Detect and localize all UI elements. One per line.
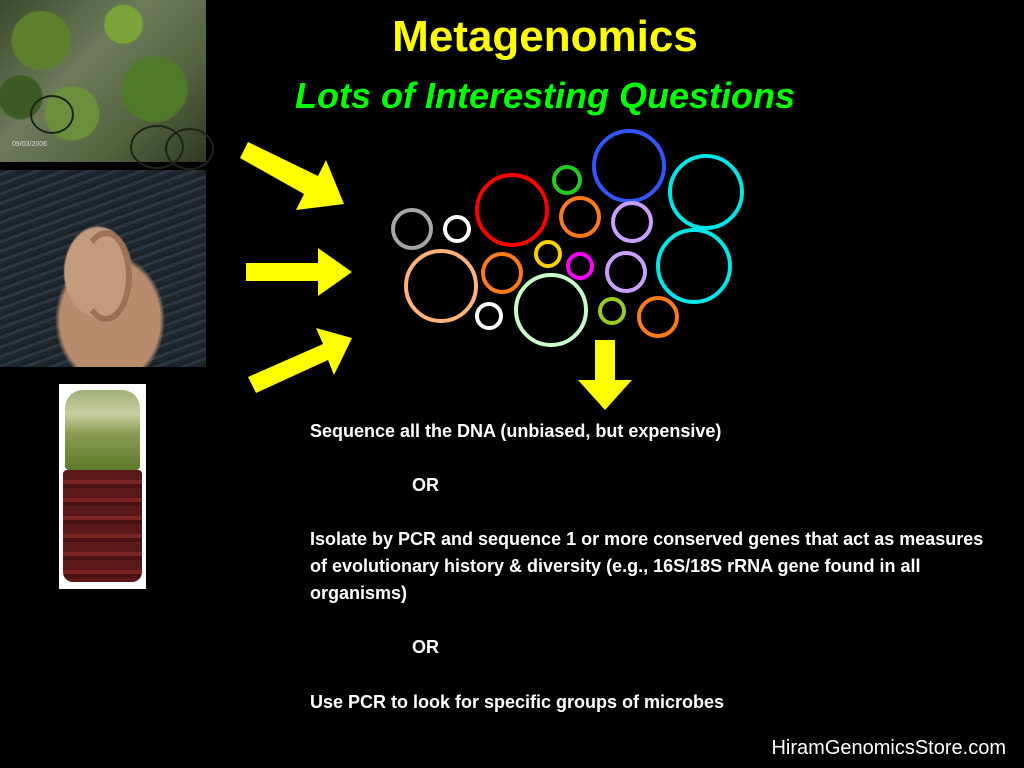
microbe-circle — [605, 251, 647, 293]
microbe-circle — [475, 173, 549, 247]
microbe-circle — [481, 252, 523, 294]
arrow-down-icon — [578, 340, 632, 410]
slide-subtitle: Lots of Interesting Questions — [294, 75, 796, 116]
rock-microbial-mat-photo: 09/03/2006 — [0, 0, 214, 170]
arrow-icon — [248, 328, 352, 393]
microbe-circle — [534, 240, 562, 268]
microbe-circle — [598, 297, 626, 325]
photo-detail-ring — [30, 95, 74, 134]
microbe-circle-cluster — [391, 129, 744, 347]
microbe-circle — [475, 302, 503, 330]
microbe-circle — [611, 201, 653, 243]
bottle-red-sediment-layer — [63, 470, 142, 582]
option-sequence-all-dna: Sequence all the DNA (unbiased, but expe… — [310, 421, 722, 441]
microbe-circle — [566, 252, 594, 280]
microbe-circle — [404, 249, 478, 323]
photo-date-stamp: 09/03/2006 — [12, 141, 48, 148]
slide-title: Metagenomics — [392, 12, 698, 61]
microbe-circle — [391, 208, 433, 250]
microbe-circle — [592, 129, 666, 203]
option-pcr-specific-groups: Use PCR to look for specific groups of m… — [310, 692, 725, 712]
microbe-circle — [559, 196, 601, 238]
or-separator: OR — [412, 637, 439, 657]
or-separator: OR — [412, 475, 439, 495]
microbe-circle — [656, 228, 732, 304]
microbe-circle — [552, 165, 582, 195]
ear-photo — [0, 170, 206, 367]
winogradsky-bottle-photo — [59, 384, 146, 589]
arrow-icon — [246, 248, 352, 296]
microbe-circle — [443, 215, 471, 243]
photo-detail-ring — [165, 128, 214, 170]
microbe-circle — [514, 273, 588, 347]
microbe-circle — [637, 296, 679, 338]
watermark-text: HiramGenomicsStore.com — [771, 737, 1006, 759]
microbe-circle — [668, 154, 744, 230]
option-pcr-conserved-genes: Isolate by PCR and sequence 1 or more co… — [310, 529, 984, 603]
arrow-icon — [240, 142, 344, 210]
bottle-green-layer — [65, 390, 140, 470]
ear-fold-detail — [80, 230, 132, 322]
